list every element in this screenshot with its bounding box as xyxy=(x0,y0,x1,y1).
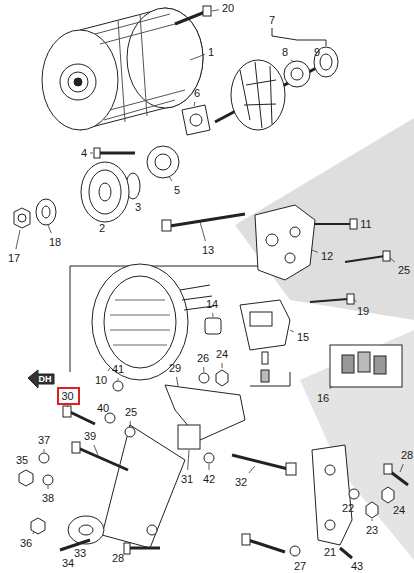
callout-number: 30 xyxy=(62,390,75,402)
leader-line xyxy=(118,378,119,380)
callout-number: 32 xyxy=(235,476,247,488)
leader-line xyxy=(400,464,403,472)
leader-line xyxy=(48,225,51,233)
callout-number: 4 xyxy=(81,147,87,159)
callout-number: 34 xyxy=(62,557,74,569)
callout-number: 22 xyxy=(342,502,354,514)
callout-number: 29 xyxy=(169,362,181,374)
leader-line xyxy=(169,176,172,181)
leader-line xyxy=(190,54,205,60)
leader-line xyxy=(44,449,45,452)
leader-line xyxy=(194,102,196,106)
callout-number: 19 xyxy=(357,305,369,317)
callout-number: 10 xyxy=(95,374,107,386)
leader-line xyxy=(330,386,332,389)
callout-number: 25 xyxy=(398,264,410,276)
callout-number: 15 xyxy=(297,331,309,343)
callout-number: 35 xyxy=(16,454,28,466)
callout-number: 40 xyxy=(97,402,109,414)
highlight-box: 30 xyxy=(57,387,80,405)
callout-number: 5 xyxy=(174,184,180,196)
callout-number: 16 xyxy=(317,392,329,404)
callout-number: 2 xyxy=(99,222,105,234)
direction-mark: DH xyxy=(39,373,52,385)
callout-number: 24 xyxy=(393,504,405,516)
callout-number: 20 xyxy=(222,2,234,14)
callout-number: 12 xyxy=(321,250,333,262)
leader-line xyxy=(354,299,356,302)
leader-line xyxy=(390,258,395,262)
leader-line xyxy=(90,153,93,154)
leader-line xyxy=(212,313,213,317)
callout-number: 37 xyxy=(38,434,50,446)
leader-line xyxy=(48,486,49,489)
callout-number: 8 xyxy=(282,46,288,58)
leader-line xyxy=(177,377,179,386)
leader-line xyxy=(188,450,189,470)
leader-line xyxy=(94,445,98,455)
callout-number: 3 xyxy=(135,201,141,213)
callout-number: 41 xyxy=(112,363,124,375)
leader-line xyxy=(200,222,205,241)
leader-line xyxy=(33,532,34,534)
leader-line xyxy=(222,363,223,368)
callout-number: 38 xyxy=(42,492,54,504)
leader-line xyxy=(212,10,219,11)
leader-line xyxy=(372,519,373,521)
callout-number: 27 xyxy=(294,560,306,572)
callout-number: 13 xyxy=(202,244,214,256)
callout-number: 18 xyxy=(49,236,61,248)
callout-number: 9 xyxy=(314,46,320,58)
callout-number: 7 xyxy=(269,14,275,26)
leader-line xyxy=(291,60,293,62)
callout-number: 14 xyxy=(206,298,218,310)
callout-number: 25 xyxy=(125,406,137,418)
callout-number: 28 xyxy=(112,552,124,564)
leader-line xyxy=(130,421,131,426)
callout-number: 11 xyxy=(360,218,371,230)
leader-line xyxy=(16,230,20,249)
callout-number: 6 xyxy=(194,87,200,99)
callout-number: 39 xyxy=(84,430,96,442)
callout-number: 31 xyxy=(181,473,193,485)
leader-line xyxy=(290,330,294,332)
leader-line xyxy=(67,406,68,407)
leader-line xyxy=(249,466,255,473)
callout-number: 23 xyxy=(366,524,378,536)
callout-number: 33 xyxy=(74,547,86,559)
callout-number: 1 xyxy=(208,46,214,58)
callout-number: 43 xyxy=(351,560,363,572)
callout-number: 21 xyxy=(324,546,336,558)
callout-number: 36 xyxy=(20,537,32,549)
callout-number: 26 xyxy=(197,352,209,364)
callout-number: 42 xyxy=(203,473,215,485)
leader-line xyxy=(312,250,318,252)
callout-number: 24 xyxy=(216,348,228,360)
leader-line xyxy=(209,464,210,470)
callout-number: 28 xyxy=(401,449,413,461)
leader-line xyxy=(203,367,204,372)
leader-line xyxy=(108,368,110,371)
callout-number: 17 xyxy=(8,252,20,264)
